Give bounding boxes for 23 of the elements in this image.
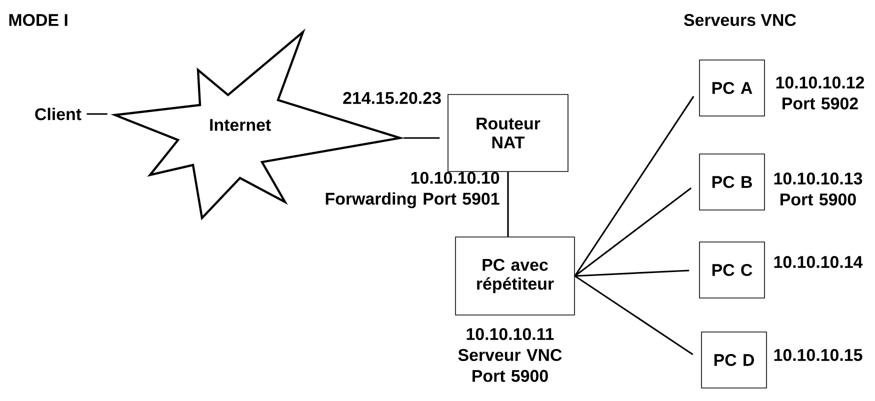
- address-label: 10.10.10.13 Port 5900: [774, 172, 862, 206]
- address-label: 10.10.10.10 Forwarding Port 5901: [326, 172, 500, 208]
- connector-line: [574, 275, 694, 356]
- address-label: 214.15.20.23: [343, 92, 441, 104]
- address-label: 10.10.10.11 Serveur VNC Port 5900: [458, 328, 562, 382]
- mode-heading: MODE I: [9, 14, 68, 26]
- connector-line: [404, 137, 440, 139]
- address-label: 10.10.10.15: [774, 349, 862, 361]
- connector-line: [574, 96, 694, 276]
- computer-box: PC B: [699, 154, 765, 210]
- computer-box: PC D: [701, 332, 767, 388]
- address-label: 10.10.10.12 Port 5902: [776, 76, 864, 110]
- group-heading: Serveurs VNC: [684, 14, 796, 26]
- connector-line: [507, 172, 509, 237]
- connector-line: [86, 113, 108, 115]
- connector-line: [574, 187, 692, 277]
- router-box: Routeur NAT: [448, 94, 568, 172]
- address-label: 10.10.10.14: [774, 256, 863, 268]
- computer-box: PC A: [699, 60, 765, 116]
- computer-box: PC avec répétiteur: [455, 236, 575, 316]
- connector-line: [574, 270, 690, 277]
- computer-box: PC C: [699, 242, 765, 298]
- client-label: Client: [35, 108, 82, 120]
